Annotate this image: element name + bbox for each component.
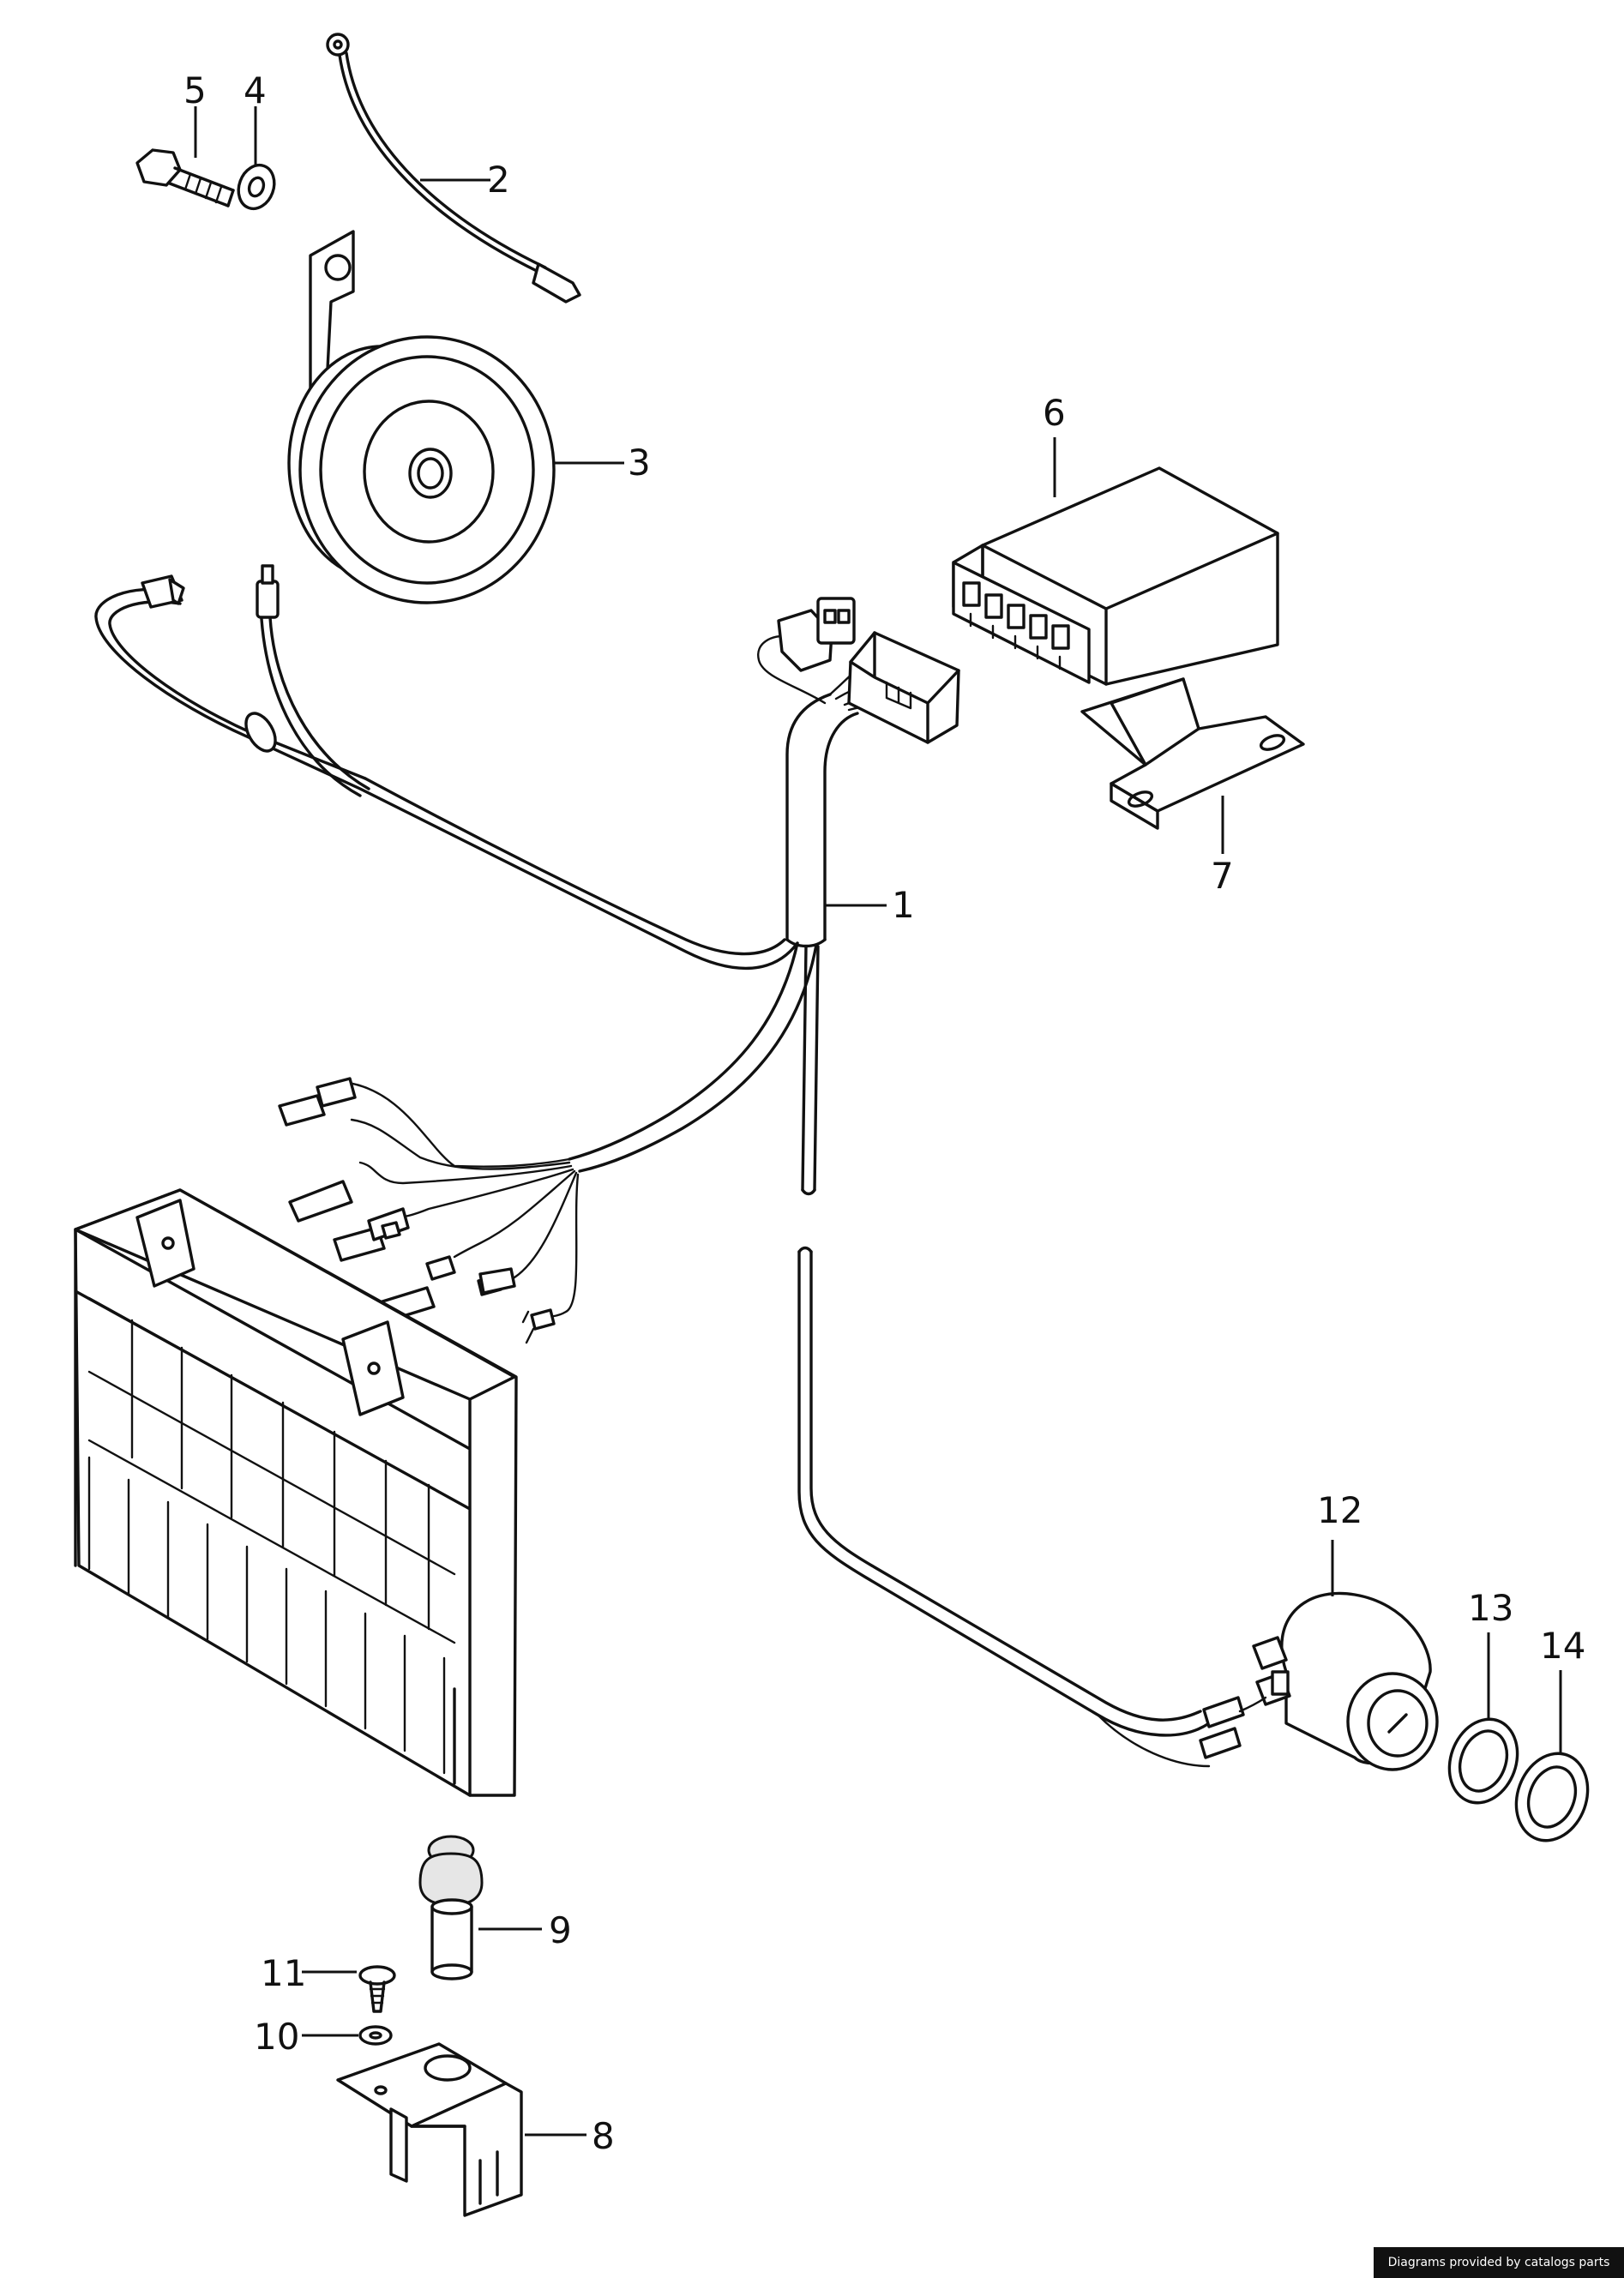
attribution-footer: Diagrams provided by catalogs parts	[1374, 2247, 1624, 2278]
part-5-bolt	[135, 148, 235, 207]
callout-2: 2	[487, 159, 510, 201]
part-14-ring-nut	[1514, 1752, 1590, 1842]
callout-7: 7	[1211, 855, 1234, 897]
callout-10: 10	[254, 2016, 299, 2058]
callout-9: 9	[549, 1909, 572, 1951]
part-10-washer	[358, 2025, 393, 2046]
callout-12: 12	[1317, 1489, 1362, 1531]
part-7-bracket	[1080, 677, 1305, 830]
part-2-ground-wire	[326, 33, 581, 304]
battery	[74, 1188, 518, 1797]
callout-5: 5	[183, 69, 207, 111]
part-4-washer	[237, 163, 276, 211]
callout-1: 1	[892, 884, 915, 926]
part-9-switch	[418, 1835, 484, 1980]
part-6-cdi-unit	[952, 466, 1279, 686]
callout-13: 13	[1468, 1587, 1513, 1629]
part-1-wire-harness	[94, 564, 1211, 1768]
part-12-ignition-switch	[1199, 1591, 1439, 1771]
callout-labels: 1 2 3 4 5 6 7 8 9 10 11 12 13 14	[183, 69, 1585, 2157]
callout-4: 4	[244, 69, 267, 111]
callout-11: 11	[261, 1952, 306, 1994]
part-13-ring	[1447, 1717, 1519, 1805]
leader-lines	[194, 106, 1562, 2137]
callout-6: 6	[1043, 392, 1066, 434]
callout-8: 8	[592, 2115, 615, 2157]
part-8-bracket	[336, 2042, 523, 2217]
callout-14: 14	[1540, 1625, 1585, 1667]
callout-3: 3	[628, 442, 651, 484]
part-3-horn	[287, 230, 556, 604]
part-11-screw	[358, 1965, 396, 2013]
